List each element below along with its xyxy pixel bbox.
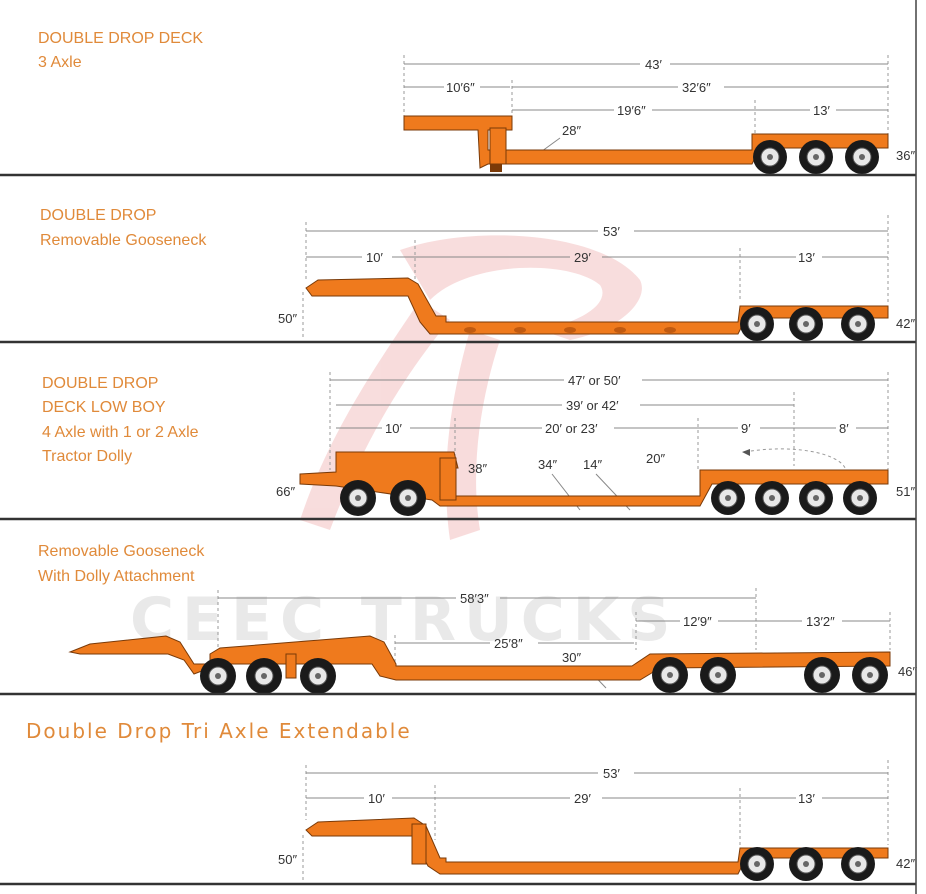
section-title-line: 3 Axle bbox=[38, 54, 82, 71]
section-title-line: DOUBLE DROP bbox=[40, 207, 156, 224]
dim-axle: 13′ bbox=[813, 103, 830, 118]
dim-deck-b: 14″ bbox=[583, 457, 602, 472]
dim-axle: 13′ bbox=[798, 791, 815, 806]
dim-height: 42″ bbox=[896, 316, 915, 331]
axle-wheels bbox=[753, 140, 879, 174]
section-double-drop-deck-low-boy: DOUBLE DROP DECK LOW BOY 4 Axle with 1 o… bbox=[0, 372, 916, 521]
dim-height: 42″ bbox=[896, 856, 915, 871]
dim-well: 29′ bbox=[574, 791, 591, 806]
dim-axle-a: 12′9″ bbox=[683, 614, 712, 629]
dim-rear-deck: 20″ bbox=[646, 451, 665, 466]
dim-neck-height: 50″ bbox=[278, 852, 297, 867]
section-double-drop-tri-axle-extendable: Double Drop Tri Axle Extendable 53′ 10′ … bbox=[0, 719, 916, 886]
dim-axle: 13′ bbox=[798, 250, 815, 265]
dim-well: 25′8″ bbox=[494, 636, 523, 651]
dim-deck-a: 34″ bbox=[538, 457, 557, 472]
dim-neck-height: 66″ bbox=[276, 484, 295, 499]
dim-height: 46″ bbox=[898, 664, 917, 679]
section-title-line: DOUBLE DROP bbox=[42, 375, 158, 392]
dim-overall: 47′ or 50′ bbox=[568, 373, 621, 388]
dim-axle-a: 9′ bbox=[741, 421, 751, 436]
dim-front: 10′ bbox=[385, 421, 402, 436]
dim-axle-b: 8′ bbox=[839, 421, 849, 436]
section-title-line: DOUBLE DROP DECK bbox=[38, 30, 203, 47]
section-double-drop-removable-gooseneck: DOUBLE DROP Removable Gooseneck 53′ 10′ … bbox=[0, 207, 916, 344]
dim-axle-b: 13′2″ bbox=[806, 614, 835, 629]
dim-neck-height: 50″ bbox=[278, 311, 297, 326]
dim-front: 10′ bbox=[366, 250, 383, 265]
section-title-line: With Dolly Attachment bbox=[38, 568, 195, 585]
dim-overall: 43′ bbox=[645, 57, 662, 72]
section-title-line: Removable Gooseneck bbox=[38, 543, 205, 560]
section-title-line: Removable Gooseneck bbox=[40, 232, 207, 249]
dim-well: 20′ or 23′ bbox=[545, 421, 598, 436]
dim-well: 19′6″ bbox=[617, 103, 646, 118]
axle-wheels bbox=[740, 847, 875, 881]
dim-height: 36″ bbox=[896, 148, 915, 163]
watermark-text: CEEC TRUCKS bbox=[130, 585, 679, 655]
section-title-line: Double Drop Tri Axle Extendable bbox=[26, 719, 412, 743]
axle-wheels bbox=[652, 657, 888, 693]
dim-overall: 58′3″ bbox=[460, 591, 489, 606]
dim-deck-height: 30″ bbox=[562, 650, 581, 665]
dim-well: 29′ bbox=[574, 250, 591, 265]
section-title-line: Tractor Dolly bbox=[42, 448, 132, 465]
watermark: CEEC TRUCKS bbox=[130, 235, 679, 655]
dolly-wheels bbox=[340, 480, 426, 516]
dolly-wheels bbox=[200, 658, 336, 694]
section-title-line: DECK LOW BOY bbox=[42, 399, 166, 416]
section-double-drop-deck-3-axle: DOUBLE DROP DECK 3 Axle 43′ 10′6″ 32′6″ … bbox=[0, 30, 916, 177]
dim-rear: 32′6″ bbox=[682, 80, 711, 95]
dim-front: 10′6″ bbox=[446, 80, 475, 95]
axle-wheels bbox=[740, 307, 875, 341]
axle-wheels bbox=[711, 481, 877, 515]
dim-front: 10′ bbox=[368, 791, 385, 806]
dim-deck-height: 28″ bbox=[562, 123, 581, 138]
dim-overall: 53′ bbox=[603, 766, 620, 781]
dim-overall: 53′ bbox=[603, 224, 620, 239]
section-title-line: 4 Axle with 1 or 2 Axle bbox=[42, 424, 199, 441]
dim-drop: 38″ bbox=[468, 461, 487, 476]
dim-mid: 39′ or 42′ bbox=[566, 398, 619, 413]
dim-height: 51″ bbox=[896, 484, 915, 499]
section-removable-gooseneck-dolly: Removable Gooseneck With Dolly Attachmen… bbox=[0, 543, 917, 696]
trailer-body bbox=[403, 115, 889, 172]
